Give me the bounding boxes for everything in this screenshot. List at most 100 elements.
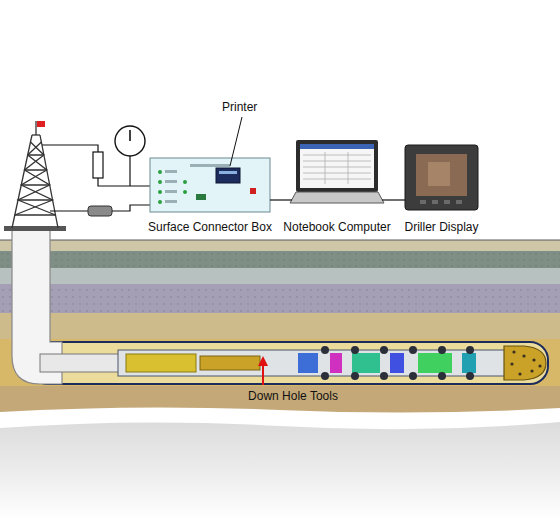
- table-line: [303, 161, 371, 162]
- cutter: [510, 362, 513, 365]
- led: [158, 200, 162, 204]
- laptop-lid: [296, 140, 378, 192]
- laptop-screen: [300, 144, 374, 188]
- marking: [165, 170, 177, 173]
- cutter: [522, 354, 525, 357]
- device-label: Notebook Computer: [283, 220, 390, 234]
- table-line: [348, 152, 349, 184]
- centralizer: [380, 346, 388, 354]
- connector-box-body: [150, 158, 270, 212]
- derrick-brace: [15, 142, 53, 215]
- gauge-needle: [129, 130, 131, 141]
- device-label: Driller Display: [404, 220, 478, 234]
- table-line: [303, 155, 371, 156]
- tool-ring: [418, 353, 452, 373]
- borehole: [30, 342, 548, 384]
- printer-paper: [219, 171, 237, 174]
- device-node: Driller Display: [405, 145, 478, 210]
- callout-label: Printer: [222, 100, 257, 114]
- bit-cutters: [510, 350, 541, 375]
- centralizer: [438, 372, 446, 380]
- earth-layer: [0, 384, 560, 413]
- motor-section: [126, 354, 196, 372]
- centralizer: [466, 346, 474, 354]
- button: [444, 200, 450, 204]
- tool-ring: [390, 353, 404, 373]
- derrick-brace: [18, 142, 56, 215]
- earth-layer: [0, 240, 560, 251]
- leader-line: [230, 117, 242, 166]
- display-buttons: [420, 200, 462, 204]
- marking: [165, 180, 177, 183]
- tool-ring: [462, 353, 476, 373]
- cutter: [530, 369, 533, 372]
- cutter: [512, 350, 515, 353]
- sensor-wire: [112, 205, 150, 211]
- led: [183, 190, 187, 194]
- centralizer: [380, 372, 388, 380]
- centralizer: [351, 372, 359, 380]
- derrick-leg: [12, 135, 32, 228]
- button: [420, 200, 426, 204]
- earth-layer: [0, 338, 560, 386]
- centralizer: [438, 346, 446, 354]
- derrick-brace: [15, 155, 56, 215]
- marking: [165, 200, 177, 203]
- cutter: [518, 372, 521, 375]
- earth-layer: [0, 283, 560, 313]
- window-bar: [300, 144, 374, 149]
- rig-floor: [4, 226, 66, 231]
- earth-layer: [0, 312, 560, 339]
- led: [183, 180, 187, 184]
- laptop-base: [290, 192, 384, 203]
- hookload-sensor: [93, 152, 103, 178]
- sensor-wire: [42, 145, 98, 152]
- sensor-wire: [98, 178, 150, 186]
- connector-port: [196, 194, 206, 200]
- tool-ring: [298, 353, 318, 373]
- earth-layer: [0, 267, 560, 284]
- device-node: Notebook Computer: [292, 140, 382, 205]
- callout-label: Down Hole Tools: [248, 389, 338, 403]
- table-line: [325, 152, 326, 184]
- drill-pipe: [40, 354, 120, 372]
- button: [432, 200, 438, 204]
- centralizer: [351, 346, 359, 354]
- led: [158, 180, 162, 184]
- earth-layer: [0, 250, 560, 268]
- device-label: Surface Connector Box: [148, 220, 272, 234]
- led: [158, 190, 162, 194]
- screen-table: [303, 152, 371, 184]
- power-switch: [250, 188, 256, 194]
- display-screen: [416, 154, 467, 196]
- centralizer: [321, 346, 329, 354]
- centralizer: [409, 346, 417, 354]
- device-node: Surface Connector Box: [150, 158, 270, 212]
- centralizer: [466, 372, 474, 380]
- tool-section: [200, 356, 260, 370]
- printer-slot: [216, 168, 240, 183]
- marking: [190, 164, 230, 167]
- centralizers: [321, 346, 474, 380]
- indicator-leds: [158, 170, 187, 204]
- centralizer: [409, 372, 417, 380]
- centralizer: [321, 372, 329, 380]
- pointer-arrow: [262, 364, 264, 385]
- pointer-arrowhead: [258, 356, 268, 366]
- tool-body: [118, 350, 506, 376]
- derrick: [12, 121, 58, 228]
- pressure-sensor: [88, 206, 112, 216]
- cable: [270, 199, 292, 200]
- depth-gauge: [115, 126, 145, 156]
- ground-reflection: [0, 422, 560, 520]
- cutter: [532, 358, 535, 361]
- tool-ring: [352, 353, 380, 373]
- marking: [165, 190, 177, 193]
- led: [158, 170, 162, 174]
- cutter: [538, 364, 541, 367]
- ground-surface: [0, 240, 560, 241]
- display-panel: [428, 162, 450, 186]
- sensor-wire: [50, 210, 88, 211]
